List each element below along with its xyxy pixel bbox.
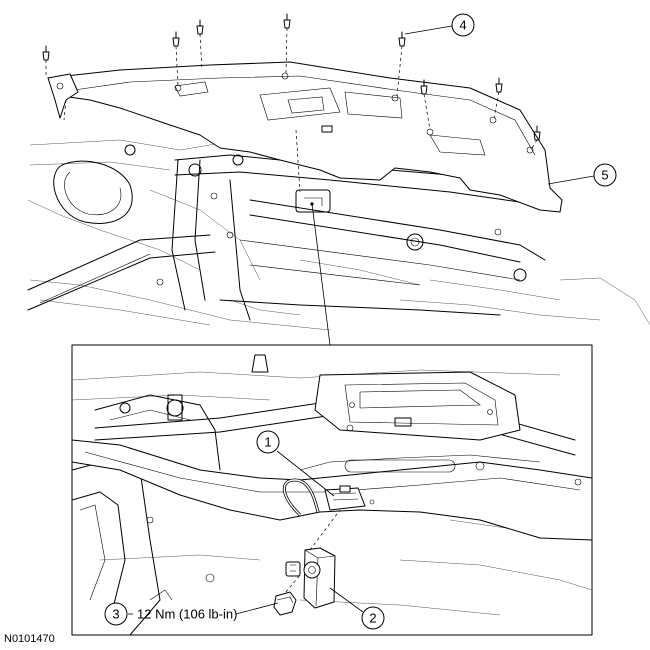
ambient-sensor [285, 547, 336, 609]
callout-3: 3 12 Nm (106 lb-in) [104, 602, 279, 626]
callout-4-number: 4 [459, 18, 466, 33]
callout-2-number: 2 [369, 611, 376, 626]
callout-1: 1 [256, 430, 335, 497]
callout-5-number: 5 [601, 168, 608, 183]
callout-4: 4 [404, 13, 475, 37]
torque-spec: 12 Nm (106 lb-in) [137, 607, 237, 622]
callout-3-number: 3 [112, 607, 119, 622]
callout-5: 5 [547, 163, 617, 187]
callout-1-number: 1 [264, 435, 271, 450]
callout-2: 2 [329, 587, 385, 630]
figure-id: N0101470 [4, 633, 55, 645]
upper-overview-drawing [27, 13, 650, 346]
nut [273, 591, 297, 616]
detail-view [71, 344, 593, 636]
electrical-connector [324, 485, 375, 511]
